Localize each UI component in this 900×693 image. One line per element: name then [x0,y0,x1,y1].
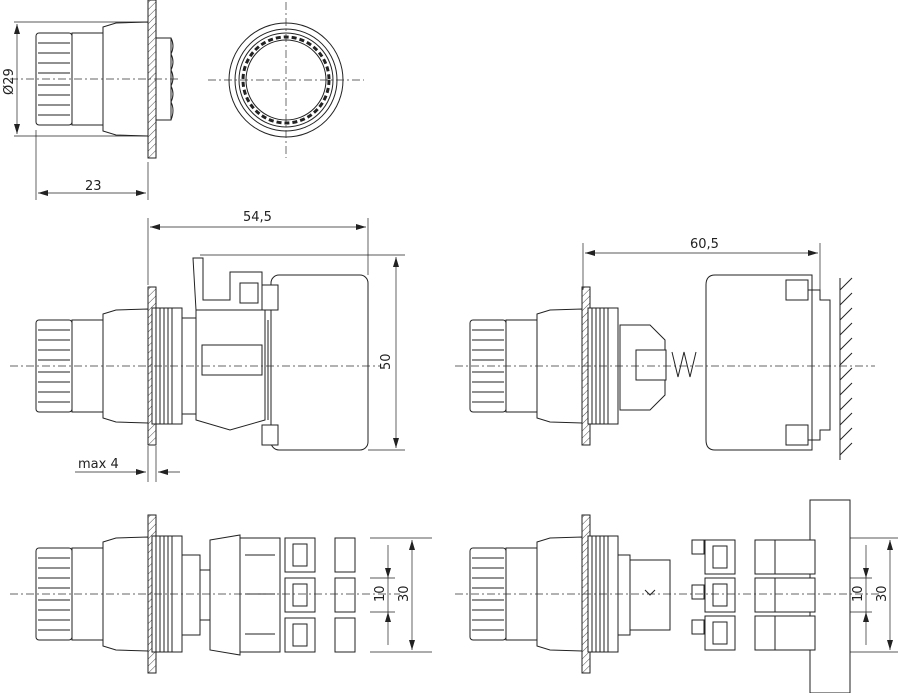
dim-pitch-left: 10 [373,585,388,602]
dim-diameter: Ø29 [2,68,17,95]
dim-width-right: 30 [875,585,890,602]
dim-pitch-right: 10 [851,585,866,602]
assembly-side-view: 54,5 50 max 4 [10,210,405,482]
assembly-top-view-left: 10 30 [10,514,432,674]
dim-panel-thickness: max 4 [78,457,119,472]
dim-overall-length: 54,5 [243,210,272,225]
assembly-din-rail-view: 60,5 [455,237,875,460]
dim-depth-front: 23 [85,179,102,194]
dim-height: 50 [379,353,394,370]
side-view-front: Ø29 23 [2,0,178,200]
dim-rail-length: 60,5 [690,237,719,252]
dim-width-left: 30 [397,585,412,602]
front-view [208,2,364,158]
assembly-top-view-right: 10 30 [455,499,898,693]
